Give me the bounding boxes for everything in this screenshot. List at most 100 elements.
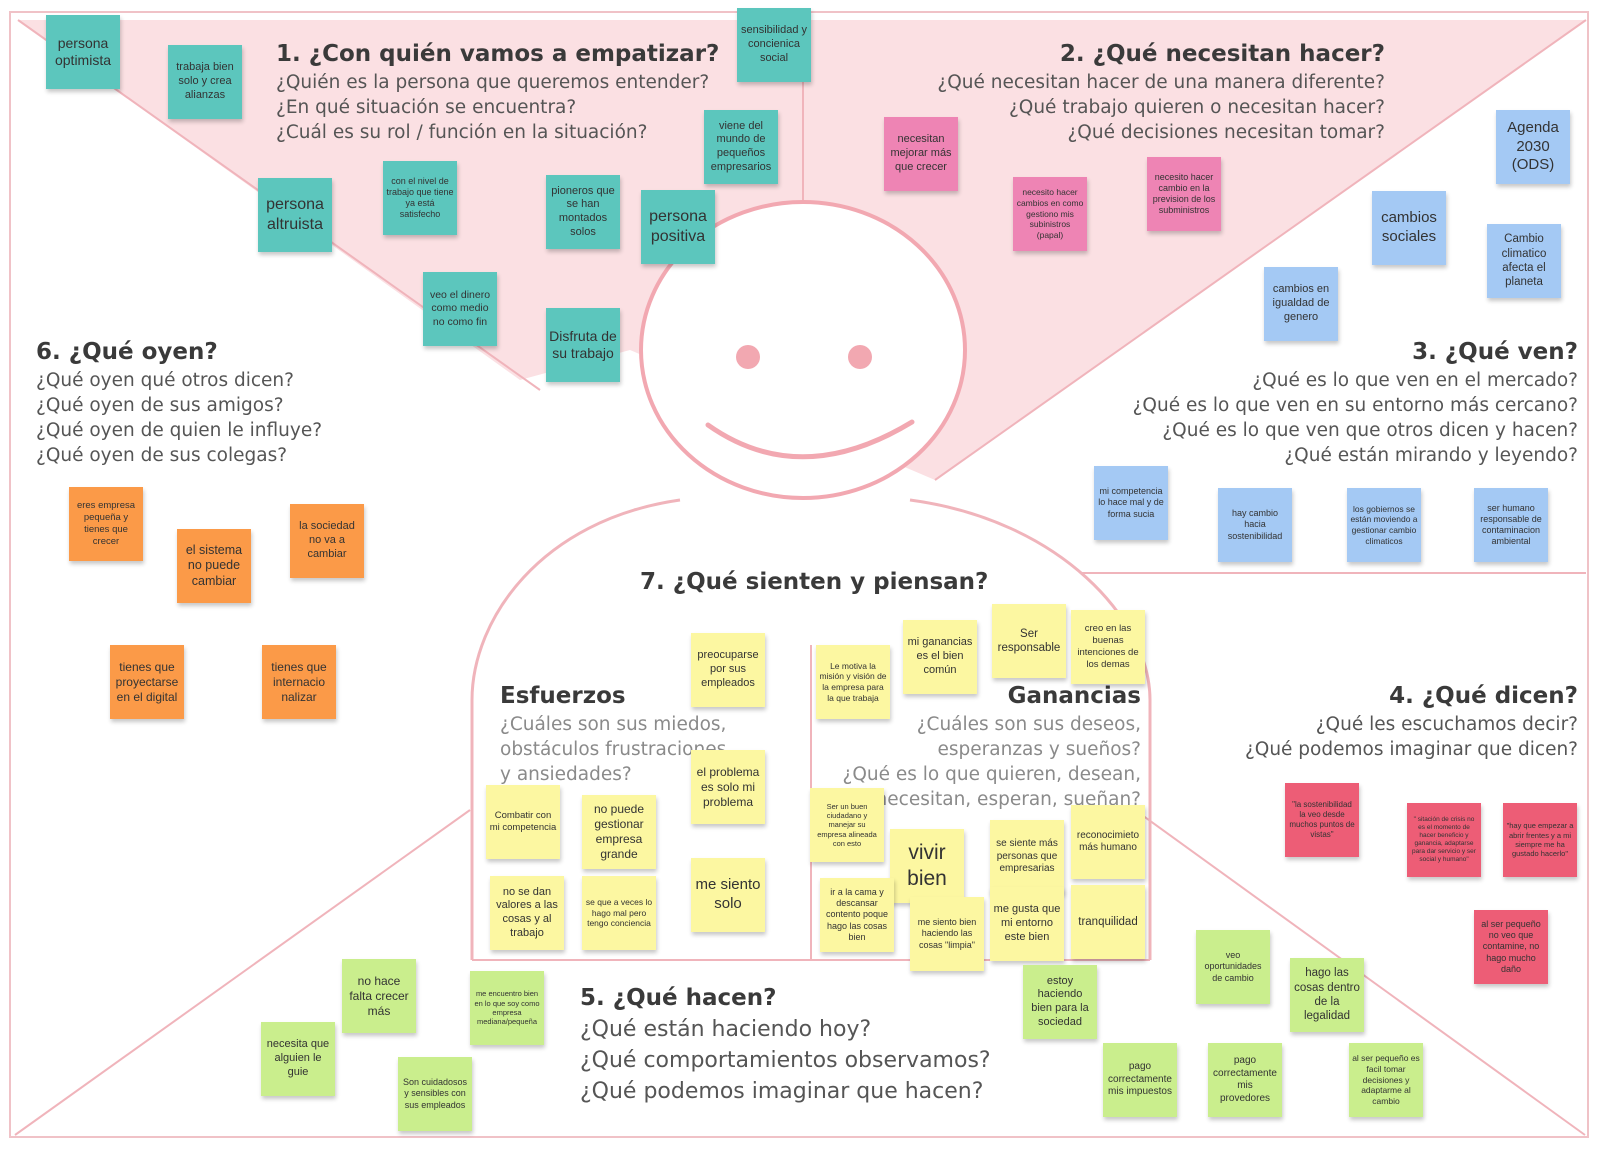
sticky-note[interactable]: no se dan valores a las cosas y al traba… bbox=[490, 876, 564, 950]
sticky-note[interactable]: el problema es solo mi problema bbox=[691, 750, 765, 824]
face-left-eye bbox=[736, 345, 760, 369]
sticky-note[interactable]: persona positiva bbox=[641, 190, 715, 264]
sticky-note[interactable]: persona altruista bbox=[258, 178, 332, 252]
sticky-note[interactable]: reconocimieto más humano bbox=[1071, 805, 1145, 879]
section-4: 4. ¿Qué dicen? ¿Qué les escuchamos decir… bbox=[1245, 680, 1578, 762]
sticky-note[interactable]: veo el dinero como medio no como fin bbox=[423, 272, 497, 346]
sticky-note[interactable]: hay cambio hacia sostenibilidad bbox=[1218, 488, 1292, 562]
ganancias-line: necesitan, esperan, sueñan? bbox=[875, 789, 1141, 810]
ganancias-line: esperanzas y sueños? bbox=[937, 739, 1141, 760]
section-7: 7. ¿Qué sienten y piensan? bbox=[640, 566, 988, 598]
sticky-note[interactable]: los gobiernos se están moviendo a gestio… bbox=[1347, 488, 1421, 562]
section-2-line: ¿Qué decisiones necesitan tomar? bbox=[1067, 122, 1385, 143]
sticky-note[interactable]: Cambio climatico afecta el planeta bbox=[1487, 224, 1561, 298]
sticky-note[interactable]: no hace falta crecer más bbox=[342, 959, 416, 1033]
sticky-note[interactable]: trabaja bien solo y crea alianzas bbox=[168, 45, 242, 119]
sticky-note[interactable]: ser humano responsable de contaminacion … bbox=[1474, 488, 1548, 562]
sticky-note[interactable]: vivir bien bbox=[890, 829, 964, 903]
sticky-note[interactable]: necesita que alguien le guie bbox=[261, 1022, 335, 1096]
section-1-line: ¿Cuál es su rol / función en la situació… bbox=[276, 122, 648, 143]
sticky-note[interactable]: Disfruta de su trabajo bbox=[546, 308, 620, 382]
section-esfuerzos: Esfuerzos ¿Cuáles son sus miedos, obstác… bbox=[500, 680, 726, 787]
sticky-note[interactable]: al ser pequeño es facil tomar decisiones… bbox=[1349, 1043, 1423, 1117]
sticky-note[interactable]: necesito hacer cambios en como gestiono … bbox=[1013, 177, 1087, 251]
sticky-note[interactable]: el sistema no puede cambiar bbox=[177, 529, 251, 603]
sticky-note[interactable]: "hay que empezar a abrir frentes y a mi … bbox=[1503, 803, 1577, 877]
section-2-title: 2. ¿Qué necesitan hacer? bbox=[1059, 41, 1385, 67]
sticky-note[interactable]: me siento solo bbox=[691, 858, 765, 932]
section-5-title: 5. ¿Qué hacen? bbox=[580, 985, 777, 1011]
section-3-title: 3. ¿Qué ven? bbox=[1412, 339, 1578, 365]
sticky-note[interactable]: "la sostenibilidad la veo desde muchos p… bbox=[1285, 783, 1359, 857]
section-ganancias: Ganancias ¿Cuáles son sus deseos, espera… bbox=[843, 680, 1141, 812]
sticky-note[interactable]: pioneros que se han montados solos bbox=[546, 175, 620, 249]
esfuerzos-line: ¿Cuáles son sus miedos, bbox=[500, 714, 727, 735]
section-2-line: ¿Qué trabajo quieren o necesitan hacer? bbox=[1008, 97, 1385, 118]
section-3-line: ¿Qué están mirando y leyendo? bbox=[1284, 445, 1578, 466]
sticky-note[interactable]: me encuentro bien en lo que soy como emp… bbox=[470, 971, 544, 1045]
sticky-note[interactable]: creo en las buenas intenciones de los de… bbox=[1071, 610, 1145, 684]
section-3-line: ¿Qué es lo que ven en su entorno más cer… bbox=[1132, 395, 1578, 416]
sticky-note[interactable]: necesitan mejorar más que crecer bbox=[884, 117, 958, 191]
sticky-note[interactable]: cambios sociales bbox=[1372, 191, 1446, 265]
sticky-note[interactable]: con el nivel de trabajo que tiene ya est… bbox=[383, 161, 457, 235]
section-1-title: 1. ¿Con quién vamos a empatizar? bbox=[276, 41, 720, 67]
sticky-note[interactable]: Combatir con mi competencia bbox=[486, 785, 560, 859]
sticky-note[interactable]: necesito hacer cambio en la prevision de… bbox=[1147, 157, 1221, 231]
section-5-line: ¿Qué comportamientos observamos? bbox=[580, 1048, 991, 1073]
sticky-note[interactable]: la sociedad no va a cambiar bbox=[290, 504, 364, 578]
sticky-note[interactable]: no puede gestionar empresa grande bbox=[582, 795, 656, 869]
section-3-line: ¿Qué es lo que ven que otros dicen y hac… bbox=[1162, 420, 1578, 441]
body-outline bbox=[470, 498, 1152, 960]
section-2-line: ¿Qué necesitan hacer de una manera difer… bbox=[937, 72, 1385, 93]
section-3: 3. ¿Qué ven? ¿Qué es lo que ven en el me… bbox=[1133, 336, 1578, 468]
sticky-note[interactable]: al ser pequeño no veo que contamine, no … bbox=[1474, 910, 1548, 984]
section-6-line: ¿Qué oyen de sus colegas? bbox=[36, 445, 288, 466]
section-6-title: 6. ¿Qué oyen? bbox=[36, 339, 218, 365]
sticky-note[interactable]: pago correctamente mis impuestos bbox=[1103, 1043, 1177, 1117]
sticky-note[interactable]: persona optimista bbox=[46, 15, 120, 89]
sticky-note[interactable]: se siente más personas que empresarias bbox=[990, 820, 1064, 894]
ganancias-line: ¿Cuáles son sus deseos, bbox=[916, 714, 1141, 735]
section-6-line: ¿Qué oyen de sus amigos? bbox=[36, 395, 284, 416]
sticky-note[interactable]: veo oportunidades de cambio bbox=[1196, 930, 1270, 1004]
sticky-note[interactable]: sensibilidad y concienica social bbox=[737, 8, 811, 82]
sticky-note[interactable]: mi ganancias es el bien común bbox=[903, 620, 977, 694]
section-4-line: ¿Qué podemos imaginar que dicen? bbox=[1244, 739, 1578, 760]
sticky-note[interactable]: me siento bien haciendo las cosas "limpi… bbox=[910, 897, 984, 971]
sticky-note[interactable]: tienes que internacio nalizar bbox=[262, 645, 336, 719]
sticky-note[interactable]: " sitación de crisis no es el momento de… bbox=[1407, 803, 1481, 877]
sticky-note[interactable]: viene del mundo de pequeños empresarios bbox=[704, 110, 778, 184]
sticky-note[interactable]: me gusta que mi entorno este bien bbox=[990, 887, 1064, 961]
esfuerzos-line: y ansiedades? bbox=[500, 764, 632, 785]
esfuerzos-title: Esfuerzos bbox=[500, 683, 626, 709]
diagonal-bottom-left bbox=[14, 809, 471, 1136]
section-5-line: ¿Qué podemos imaginar que hacen? bbox=[580, 1079, 984, 1104]
sticky-note[interactable]: estoy haciendo bien para la sociedad bbox=[1023, 965, 1097, 1039]
section-6-line: ¿Qué oyen qué otros dicen? bbox=[36, 370, 294, 391]
face-smile bbox=[705, 419, 915, 460]
sticky-note[interactable]: Agenda 2030 (ODS) bbox=[1496, 110, 1570, 184]
sticky-note[interactable]: Son cuidadosos y sensibles con sus emple… bbox=[398, 1057, 472, 1131]
section-2: 2. ¿Qué necesitan hacer? ¿Qué necesitan … bbox=[937, 38, 1385, 145]
face-right-eye bbox=[848, 345, 872, 369]
sticky-note[interactable]: tienes que proyectarse en el digital bbox=[110, 645, 184, 719]
sticky-note[interactable]: mi competencia lo hace mal y de forma su… bbox=[1094, 466, 1168, 540]
sticky-note[interactable]: Ser responsable bbox=[992, 604, 1066, 678]
section-1: 1. ¿Con quién vamos a empatizar? ¿Quién … bbox=[276, 38, 719, 145]
sticky-note[interactable]: Le motiva la misión y visión de la empre… bbox=[816, 645, 890, 719]
sticky-note[interactable]: ir a la cama y descansar contento poque … bbox=[820, 878, 894, 952]
section-6-line: ¿Qué oyen de quien le influye? bbox=[36, 420, 323, 441]
section-7-title: 7. ¿Qué sienten y piensan? bbox=[640, 569, 989, 595]
sticky-note[interactable]: eres empresa pequeña y tienes que crecer bbox=[69, 487, 143, 561]
sticky-note[interactable]: pago correctamente mis provedores bbox=[1208, 1043, 1282, 1117]
sticky-note[interactable]: Ser un buen ciudadano y manejar su empre… bbox=[810, 788, 884, 862]
sticky-note[interactable]: preocuparse por sus empleados bbox=[691, 633, 765, 707]
sticky-note[interactable]: se que a veces lo hago mal pero tengo co… bbox=[582, 876, 656, 950]
sticky-note[interactable]: tranquilidad bbox=[1071, 885, 1145, 959]
section-1-line: ¿En qué situación se encuentra? bbox=[276, 97, 577, 118]
sticky-note[interactable]: cambios en igualdad de genero bbox=[1264, 267, 1338, 341]
ganancias-title: Ganancias bbox=[1007, 683, 1141, 709]
sticky-note[interactable]: hago las cosas dentro de la legalidad bbox=[1290, 958, 1364, 1032]
